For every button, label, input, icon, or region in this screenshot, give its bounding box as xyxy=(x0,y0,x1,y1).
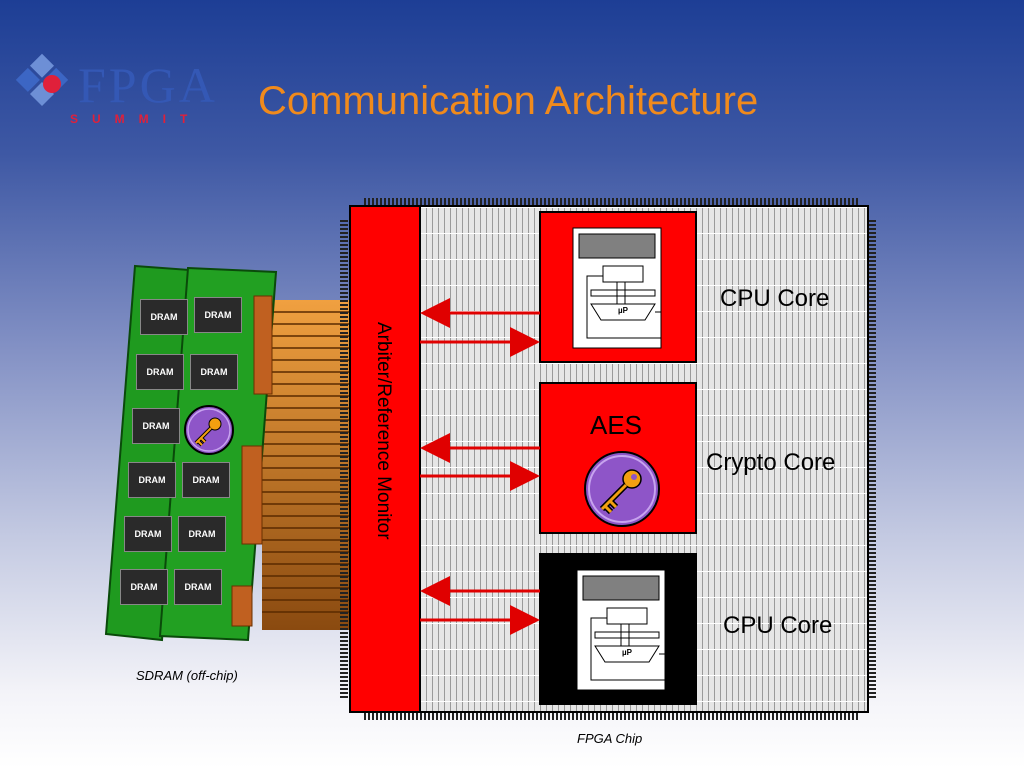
dram-chip: DRAM xyxy=(140,299,188,335)
dram-chip: DRAM xyxy=(132,408,180,444)
up-label: µP xyxy=(622,648,633,657)
logo-text: FPGA xyxy=(78,57,218,113)
logo-diamond-icon xyxy=(15,53,69,107)
dram-chip: DRAM xyxy=(120,569,168,605)
microprocessor-icon: µP xyxy=(572,227,662,349)
memory-bus-ribbon xyxy=(262,300,352,630)
fpga-caption: FPGA Chip xyxy=(577,731,643,746)
dram-chip: DRAM xyxy=(190,354,238,390)
dram-chip: DRAM xyxy=(174,569,222,605)
dram-chip: DRAM xyxy=(178,516,226,552)
dram-chip: DRAM xyxy=(194,297,242,333)
key-icon xyxy=(584,451,660,527)
cpu-core-label-2: CPU Core xyxy=(723,612,833,639)
cpu-core-label-1: CPU Core xyxy=(720,285,830,312)
sdram-caption: SDRAM (off-chip) xyxy=(136,668,238,683)
aes-label: AES xyxy=(590,410,643,440)
dram-chip: DRAM xyxy=(124,516,172,552)
arbiter-links xyxy=(420,298,540,635)
fpga-summit-logo: FPGA SUMMIT xyxy=(10,52,215,127)
dram-chip: DRAM xyxy=(182,462,230,498)
key-icon xyxy=(184,405,234,455)
up-label: µP xyxy=(618,306,629,315)
dram-chip: DRAM xyxy=(136,354,184,390)
arbiter-label: Arbiter/Reference Monitor xyxy=(373,322,394,540)
crypto-core-label: Crypto Core xyxy=(706,449,836,476)
microprocessor-icon: µP xyxy=(576,569,666,691)
dram-chip: DRAM xyxy=(128,462,176,498)
logo-subtext: SUMMIT xyxy=(70,112,202,126)
slide-title: Communication Architecture xyxy=(258,79,759,123)
